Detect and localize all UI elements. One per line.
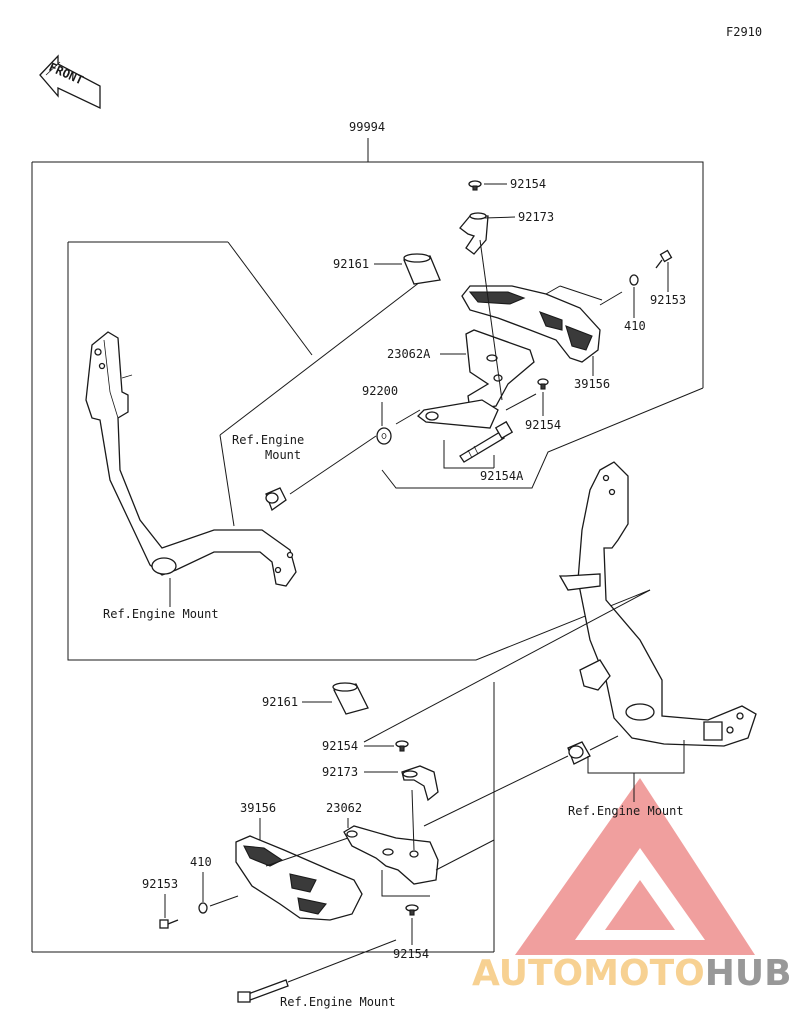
part-92161-top: 92161 — [333, 257, 369, 271]
figure-code: F2910 — [726, 25, 762, 39]
watermark-text: AUTOMOTOHUB — [472, 953, 792, 994]
part-23062: 23062 — [326, 801, 362, 815]
bolt-92153-bottom — [159, 919, 179, 929]
part-92200: 92200 — [362, 384, 398, 398]
bolt-92154A — [459, 420, 514, 463]
part-92153-bottom: 92153 — [142, 877, 178, 891]
part-92154-top: 92154 — [510, 177, 546, 191]
bolt-engine-mount-bottom — [237, 979, 289, 1003]
watermark-logo — [515, 778, 755, 955]
part-92153-top: 92153 — [650, 293, 686, 307]
washer-92200 — [376, 427, 392, 445]
right-frame-bar — [558, 461, 757, 747]
slider-39156-bottom — [235, 835, 363, 921]
part-23062A: 23062A — [387, 347, 431, 361]
washer-410-bottom — [198, 902, 208, 914]
bolt-92154-mid — [537, 378, 549, 390]
collar-right — [567, 741, 591, 765]
part-92154-bottom-2: 92154 — [393, 947, 429, 961]
part-39156-bottom: 39156 — [240, 801, 276, 815]
clamp-92173-top — [459, 212, 489, 255]
ref-engine-mount-2: Ref.Engine Mount — [103, 607, 219, 621]
part-410-top: 410 — [624, 319, 646, 333]
bracket-23062 — [343, 825, 439, 885]
ref-engine-mount-1b: Mount — [265, 448, 301, 462]
ref-engine-mount-3: Ref.Engine Mount — [568, 804, 684, 818]
part-410-bottom: 410 — [190, 855, 212, 869]
left-frame-bar — [85, 331, 297, 587]
assembly-number: 99994 — [349, 120, 385, 134]
ref-engine-mount-4: Ref.Engine Mount — [280, 995, 396, 1009]
bolt-92154-top — [468, 180, 482, 191]
washer-410-top — [629, 274, 639, 286]
bolt-92154-bottom-2 — [405, 904, 419, 916]
part-92154-bottom-1: 92154 — [322, 739, 358, 753]
part-92154-mid: 92154 — [525, 418, 561, 432]
ref-engine-mount-1a: Ref.Engine — [232, 433, 304, 447]
bolt-92153-top — [655, 249, 673, 269]
part-39156-top: 39156 — [574, 377, 610, 391]
part-92161-bottom: 92161 — [262, 695, 298, 709]
collar-left — [265, 487, 287, 512]
spacer-92161-bottom — [332, 682, 369, 715]
clamp-92173-bottom — [401, 765, 439, 802]
bolt-92154-bottom-1 — [395, 740, 409, 752]
front-arrow-icon: FRONT — [39, 54, 101, 110]
part-92173-top: 92173 — [518, 210, 554, 224]
part-92173-bottom: 92173 — [322, 765, 358, 779]
slider-39156-top — [461, 285, 601, 363]
assembly-boundary — [32, 161, 704, 388]
part-92154A: 92154A — [480, 469, 524, 483]
bracket-23062A — [417, 329, 535, 429]
spacer-92161-top — [403, 253, 441, 285]
